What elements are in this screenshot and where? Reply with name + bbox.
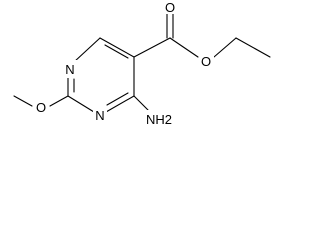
bond-o-ester-ch2 [213,37,237,58]
bond-ring-n3-c2 [67,95,95,113]
atom-o-methoxy: O [34,98,49,116]
atom-label-o-methoxy: O [36,100,46,115]
atom-label-layer: N N O O O NH2 [34,0,214,128]
atom-label-n-ring-bottom: N [95,108,104,123]
bond-ring-n1-c6 [73,37,101,63]
atom-n-ring-bottom: N [93,106,107,124]
bond-carbonyl-c-o-ester [169,37,199,58]
bond-c5-carbonyl-c [133,37,171,58]
atom-o-ester: O [199,52,214,70]
structure-diagram: N N O O O NH2 [13,0,271,128]
atom-label-o-carbonyl: O [165,0,175,15]
bond-c4-nh2 [133,95,149,111]
atom-label-n-ring-left: N [65,62,74,77]
bond-ch2-ch3 [235,37,271,58]
atom-n-ring-left: N [63,60,77,78]
atom-label-o-ester: O [201,54,211,69]
molecule-drawing: N N O O O NH2 [13,0,271,128]
atom-nh2: NH2 [144,110,178,128]
atom-o-carbonyl: O [163,0,178,15]
bond-layer [13,13,271,113]
bond-c2-o-methoxy [49,95,69,107]
bond-ring-c4-n3 [105,95,135,113]
atom-label-nh2: NH2 [146,112,172,127]
bond-o-methyl [13,95,33,107]
bond-ring-c4-n3-inner [106,92,129,106]
bond-ring-c6-c5-inner [104,44,129,59]
bond-ring-c6-c5 [99,37,135,58]
